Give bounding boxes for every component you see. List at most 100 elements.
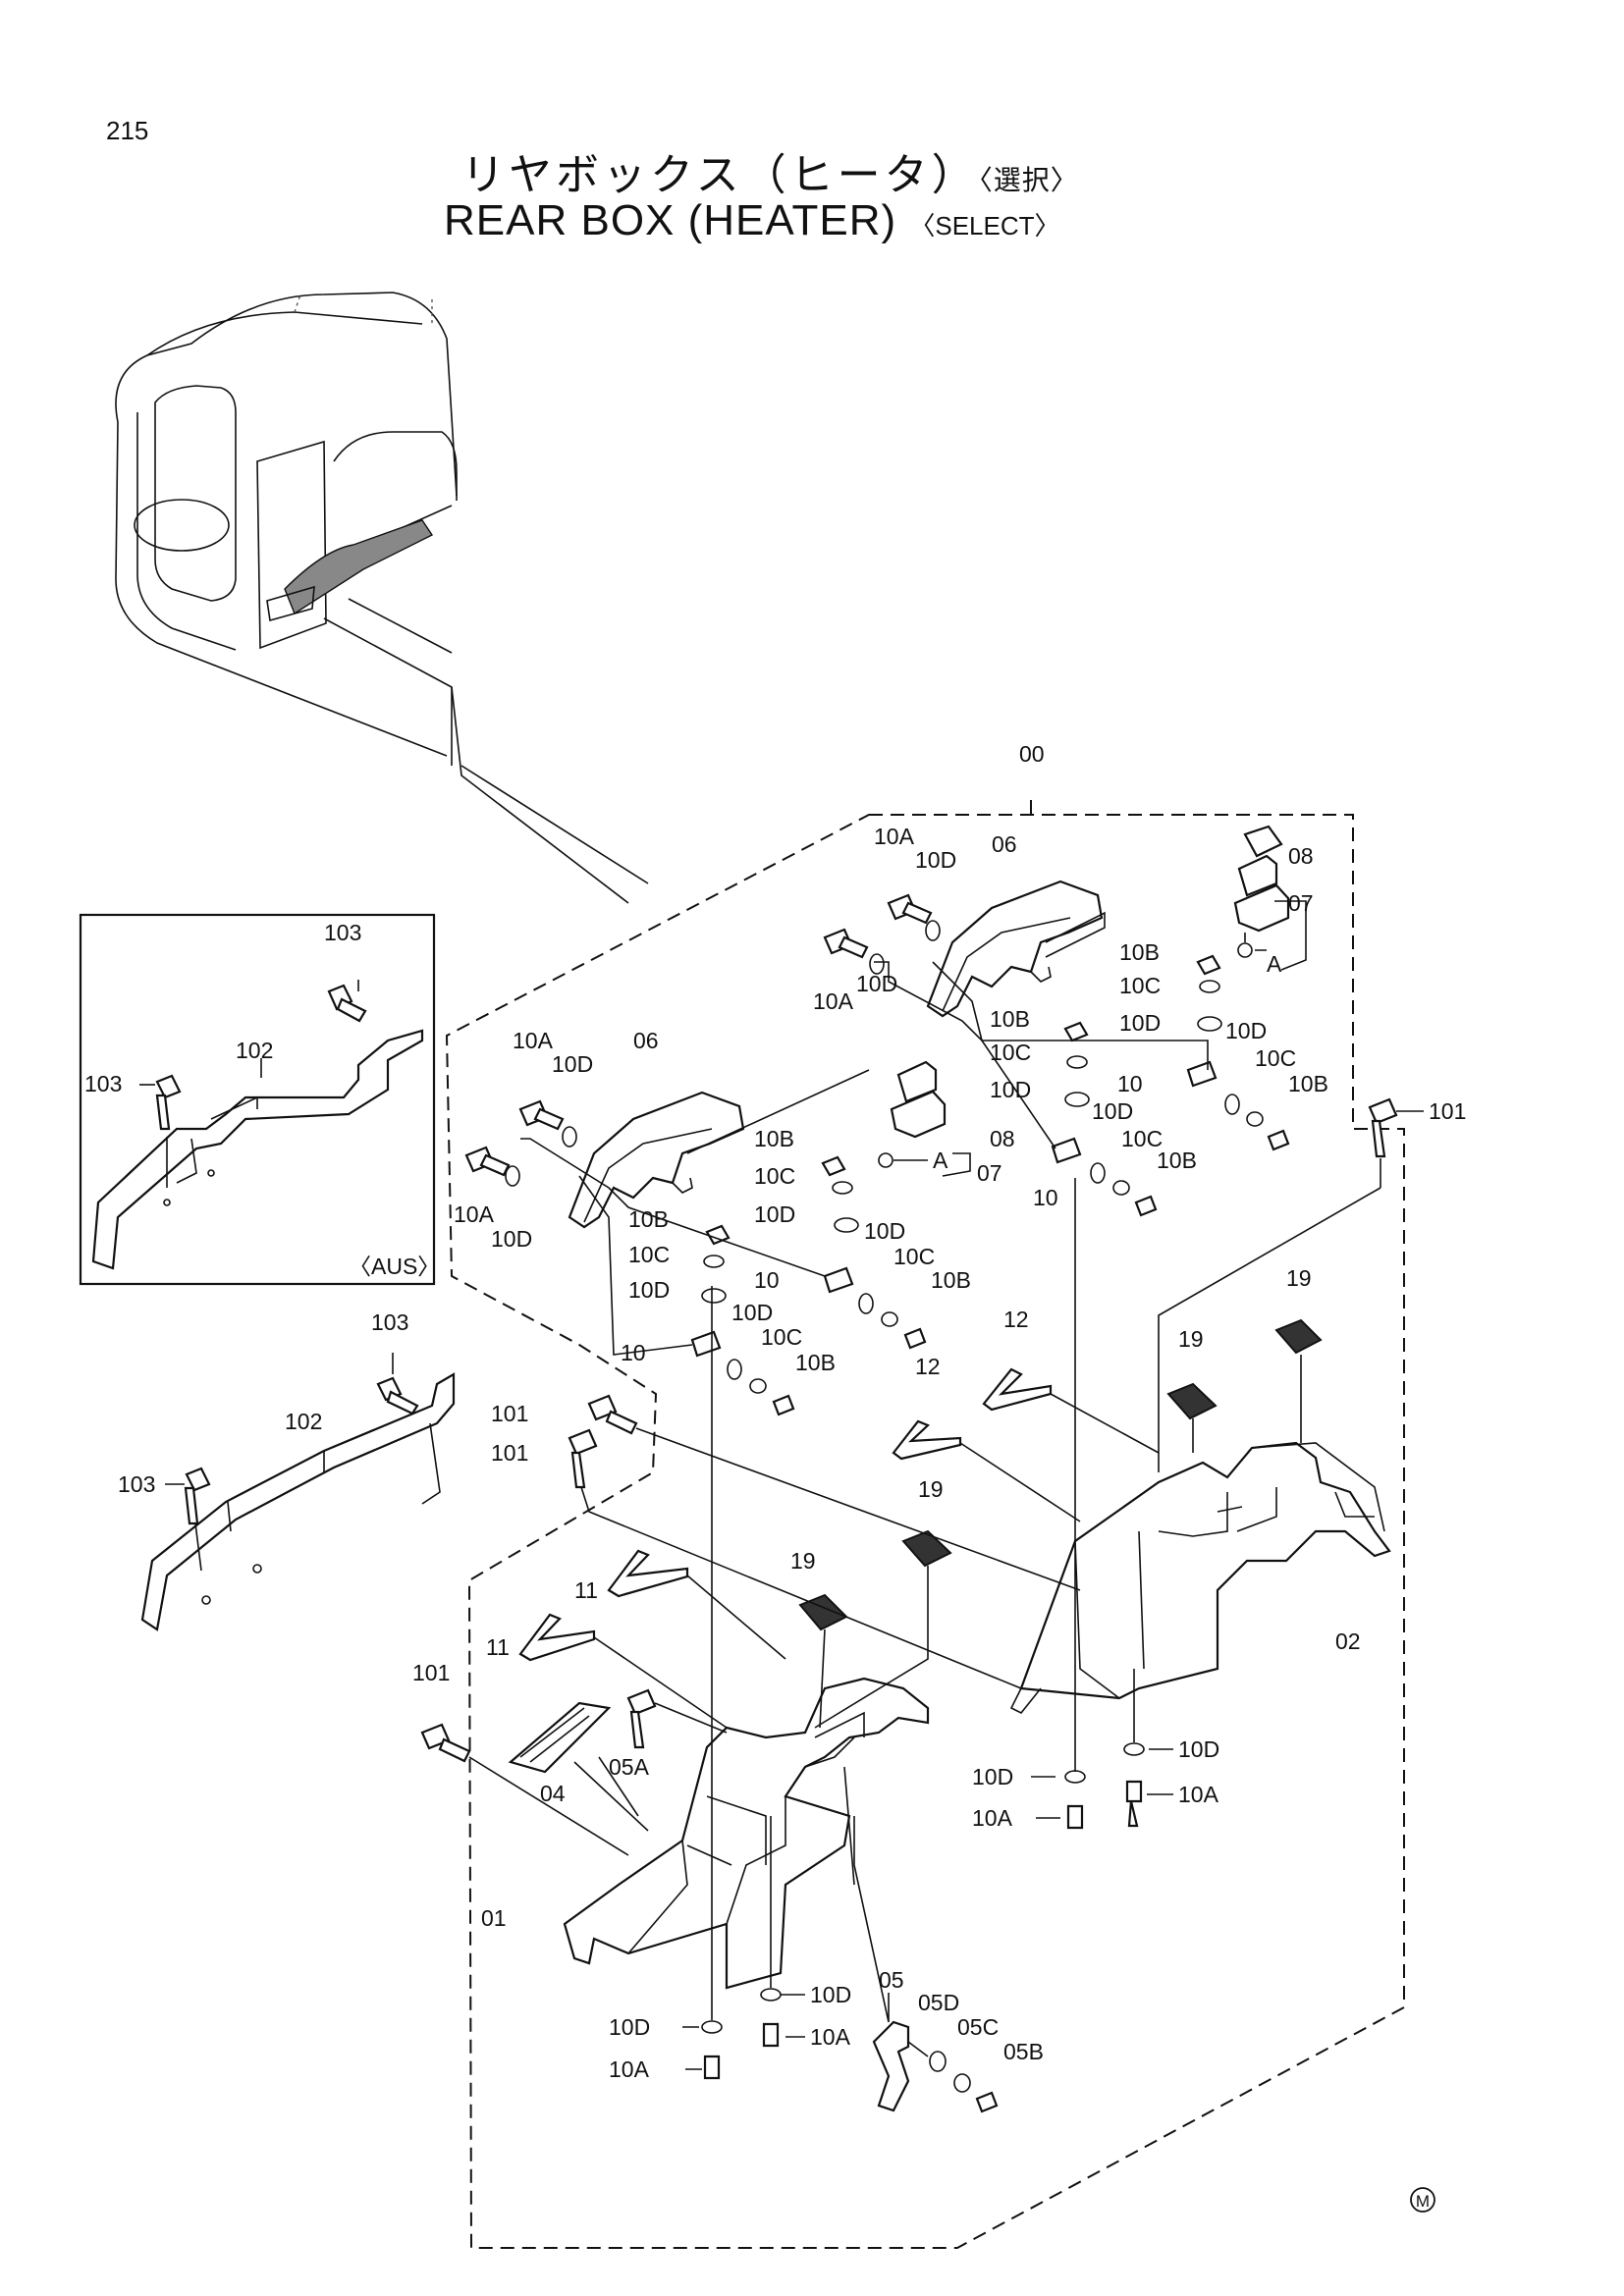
- callout-10C: 10C: [990, 1040, 1031, 1065]
- callout-06: 06: [633, 1028, 659, 1053]
- callout-10C: 10C: [1121, 1126, 1163, 1151]
- callout-101: 101: [491, 1440, 528, 1466]
- callout-A: A: [933, 1148, 948, 1173]
- rear-box-02: [1009, 1441, 1391, 1715]
- title-en-select: 〈SELECT〉: [909, 211, 1060, 240]
- inset-label-aus: 〈AUS〉: [349, 1254, 440, 1279]
- callout-10B: 10B: [931, 1267, 971, 1293]
- callout-10: 10: [754, 1267, 780, 1293]
- callout-12: 12: [1003, 1307, 1029, 1332]
- callout-10B: 10B: [1119, 939, 1160, 965]
- callout-10D: 10D: [856, 971, 897, 996]
- callout-01: 01: [481, 1905, 507, 1931]
- callout-10D: 10D: [864, 1218, 905, 1244]
- bolt-101-right: [1158, 1097, 1424, 1472]
- callout-10: 10: [1117, 1071, 1143, 1096]
- callout-102: 102: [285, 1409, 322, 1434]
- callout-10D: 10D: [754, 1201, 795, 1227]
- callout-10D: 10D: [1178, 1736, 1219, 1762]
- pad-19-1: [1274, 1318, 1323, 1355]
- cab-overview-drawing: [115, 292, 649, 904]
- callout-10B: 10B: [795, 1350, 836, 1375]
- callout-10A: 10A: [454, 1201, 495, 1227]
- callout-10B: 10B: [754, 1126, 794, 1151]
- callout-10D: 10D: [628, 1277, 670, 1303]
- callout-10D: 10D: [1092, 1098, 1133, 1124]
- callout-11: 11: [574, 1577, 598, 1603]
- callout-10A: 10A: [813, 988, 854, 1014]
- callout-10A: 10A: [972, 1805, 1013, 1831]
- callout-10C: 10C: [761, 1324, 802, 1350]
- callout-103: 103: [371, 1309, 408, 1335]
- page-number: 215: [106, 116, 149, 145]
- cover-06-upper-right: [926, 880, 1106, 1018]
- callout-11: 11: [486, 1634, 510, 1660]
- pad-19-2: [1166, 1382, 1218, 1420]
- callout-08: 08: [990, 1126, 1015, 1151]
- rear-box-01: [563, 1677, 930, 1990]
- callout-12: 12: [915, 1354, 941, 1379]
- callout-101: 101: [412, 1660, 450, 1685]
- callout-10D: 10D: [731, 1300, 773, 1325]
- callout-10B: 10B: [1157, 1148, 1197, 1173]
- callout-04: 04: [540, 1781, 566, 1806]
- bracket-07-08-left: [878, 1060, 947, 1168]
- callout-05B: 05B: [1003, 2039, 1044, 2064]
- pad-19-3: [901, 1529, 952, 1568]
- callout-05: 05: [879, 1967, 904, 1993]
- bracket-07-08-right: [1233, 825, 1290, 958]
- callout-19: 19: [1286, 1265, 1312, 1291]
- callout-10C: 10C: [628, 1242, 670, 1267]
- callout-10B: 10B: [628, 1206, 669, 1232]
- callout-07: 07: [977, 1160, 1002, 1186]
- title-jp-select: 〈選択〉: [978, 165, 1079, 195]
- bolt-05A: [573, 1688, 728, 1832]
- hardware-group-upper: [464, 893, 1290, 1416]
- callout-19: 19: [1178, 1326, 1204, 1352]
- aus-inset: [79, 913, 436, 1286]
- title-japanese: リヤボックス（ヒータ）〈選択〉: [461, 139, 1079, 202]
- callout-05C: 05C: [957, 2014, 999, 2040]
- cover-102-assembly: [140, 1353, 456, 1631]
- callout-102: 102: [236, 1038, 273, 1063]
- callout-10D: 10D: [1119, 1010, 1161, 1036]
- callout-10: 10: [621, 1340, 646, 1365]
- clamp-05: [853, 1816, 999, 2113]
- callout-19: 19: [790, 1548, 816, 1574]
- callout-10A: 10A: [609, 2056, 650, 2082]
- footer-m-label: M: [1416, 2192, 1430, 2211]
- assembly-boundary-00: [445, 800, 1405, 2249]
- footer-m-mark: M: [1410, 2187, 1435, 2213]
- callout-10B: 10B: [990, 1006, 1030, 1032]
- callout-10D: 10D: [491, 1226, 532, 1252]
- callout-05A: 05A: [609, 1754, 650, 1780]
- seal-11-upper: [607, 1549, 689, 1598]
- callout-10: 10: [1033, 1185, 1058, 1210]
- callout-10B: 10B: [1288, 1071, 1328, 1096]
- seal-12-lower: [892, 1419, 962, 1461]
- callout-101: 101: [491, 1401, 528, 1426]
- callout-05D: 05D: [918, 1990, 959, 2015]
- callout-10C: 10C: [893, 1244, 935, 1269]
- bolt-101-group-left: [420, 1394, 1081, 1856]
- callout-10C: 10C: [1255, 1045, 1296, 1071]
- callout-10A: 10A: [1178, 1782, 1219, 1807]
- callout-08: 08: [1288, 843, 1314, 869]
- callout-A: A: [1267, 951, 1282, 977]
- seal-12-upper: [982, 1367, 1053, 1412]
- callout-10D: 10D: [915, 847, 956, 873]
- callout-06: 06: [992, 831, 1017, 857]
- title-en-main: REAR BOX (HEATER): [444, 196, 897, 244]
- callout-10D: 10D: [1225, 1018, 1267, 1043]
- title-english: REAR BOX (HEATER) 〈SELECT〉: [444, 196, 1060, 245]
- hardware-group-lower: [682, 1178, 1173, 2080]
- callout-07: 07: [1288, 890, 1314, 916]
- callout-10A: 10A: [810, 2024, 851, 2050]
- callout-02: 02: [1335, 1629, 1361, 1654]
- title-jp-main: リヤボックス（ヒータ）: [461, 151, 979, 199]
- callout-10A: 10A: [513, 1028, 554, 1053]
- callout-103: 103: [84, 1071, 122, 1096]
- callout-19: 19: [918, 1476, 944, 1502]
- callout-10D: 10D: [990, 1077, 1031, 1102]
